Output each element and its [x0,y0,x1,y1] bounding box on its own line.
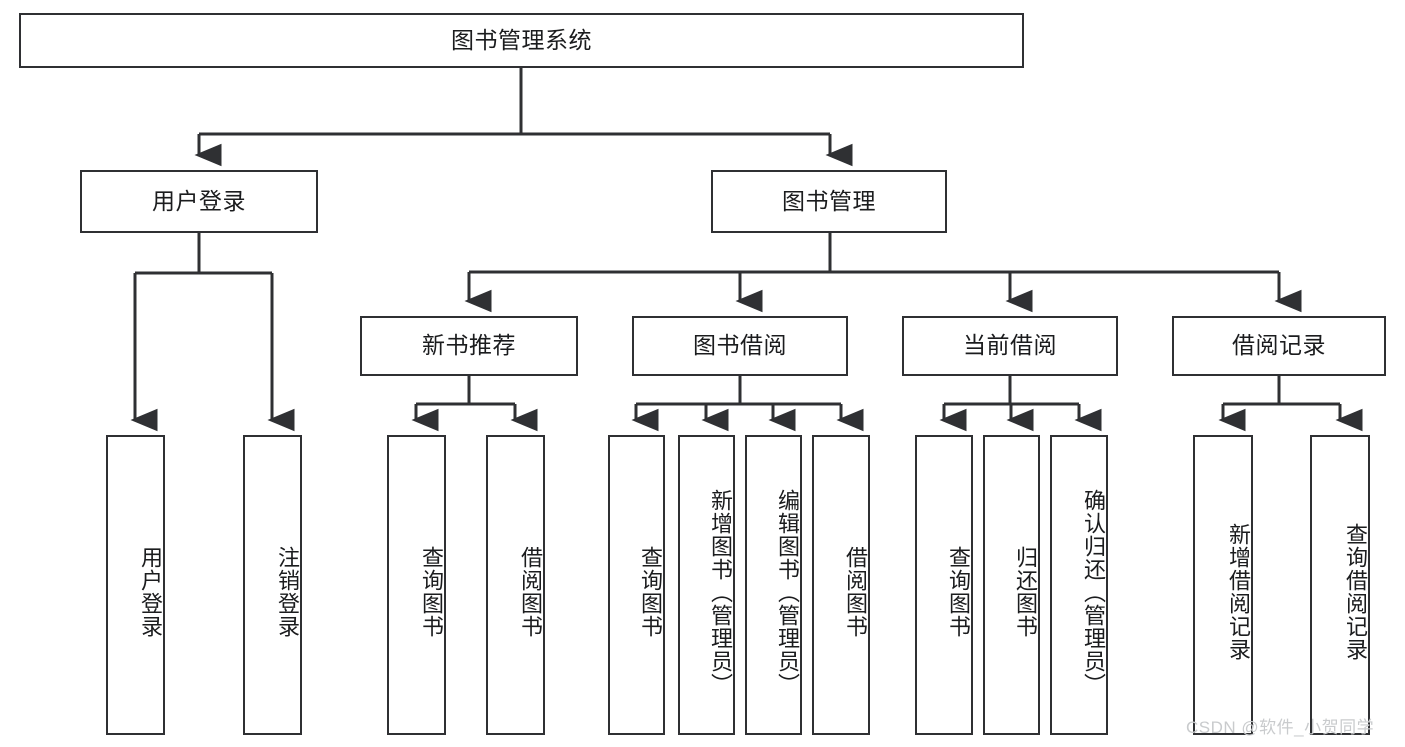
node-book-borrow[interactable]: 图书借阅 [632,316,848,376]
node-new-book-rec-label: 新书推荐 [422,332,516,359]
node-new-book-rec[interactable]: 新书推荐 [360,316,578,376]
node-borrow-record[interactable]: 借阅记录 [1172,316,1386,376]
node-user-login[interactable]: 用户登录 [80,170,318,233]
node-leaf-query-book-rec[interactable]: 查询图书 [387,435,446,735]
node-user-login-label: 用户登录 [152,187,246,214]
node-leaf-confirm-return[interactable]: 确认归还（管理员） [1050,435,1108,735]
node-leaf-return-book-label: 归还图书 [1013,546,1038,638]
node-book-manage-label: 图书管理 [782,187,876,214]
node-root-label: 图书管理系统 [451,26,592,53]
node-book-borrow-label: 图书借阅 [693,332,787,359]
node-leaf-query-book-cur[interactable]: 查询图书 [915,435,973,735]
node-leaf-add-book-label: 新增图书（管理员） [708,488,733,696]
node-leaf-user-login-label: 用户登录 [138,546,163,638]
node-leaf-edit-book-label: 编辑图书（管理员） [775,488,800,696]
node-leaf-query-book-bor-label: 查询图书 [638,546,663,638]
node-leaf-query-book-rec-label: 查询图书 [419,546,444,638]
node-leaf-borrow-book-rec-label: 借阅图书 [518,546,543,638]
node-leaf-edit-book[interactable]: 编辑图书（管理员） [745,435,802,735]
node-leaf-add-record[interactable]: 新增借阅记录 [1193,435,1253,735]
node-leaf-add-book[interactable]: 新增图书（管理员） [678,435,735,735]
node-leaf-borrow-book-bor[interactable]: 借阅图书 [812,435,870,735]
node-leaf-return-book[interactable]: 归还图书 [983,435,1040,735]
node-leaf-logout[interactable]: 注销登录 [243,435,302,735]
node-leaf-query-book-bor[interactable]: 查询图书 [608,435,665,735]
csdn-watermark: CSDN @软件_小贺同学 [1186,718,1375,737]
node-book-manage[interactable]: 图书管理 [711,170,947,233]
node-current-borrow[interactable]: 当前借阅 [902,316,1118,376]
node-leaf-user-login[interactable]: 用户登录 [106,435,165,735]
node-leaf-borrow-book-rec[interactable]: 借阅图书 [486,435,545,735]
node-leaf-query-record-label: 查询借阅记录 [1343,523,1368,661]
node-leaf-borrow-book-bor-label: 借阅图书 [843,546,868,638]
node-current-borrow-label: 当前借阅 [963,332,1057,359]
node-leaf-query-book-cur-label: 查询图书 [946,546,971,638]
node-root[interactable]: 图书管理系统 [19,13,1024,68]
node-leaf-query-record[interactable]: 查询借阅记录 [1310,435,1370,735]
node-borrow-record-label: 借阅记录 [1232,332,1326,359]
node-leaf-add-record-label: 新增借阅记录 [1226,523,1251,661]
node-leaf-confirm-return-label: 确认归还（管理员） [1081,488,1106,696]
node-leaf-logout-label: 注销登录 [275,546,300,638]
